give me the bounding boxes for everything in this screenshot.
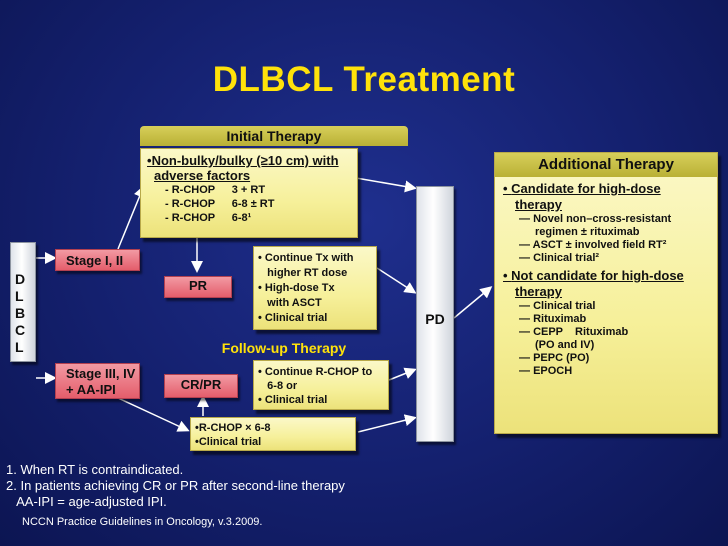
- advanced-initial-option: •Clinical trial: [195, 436, 262, 448]
- dlbcl-letter: C: [15, 322, 26, 338]
- regimen-detail: 6-8 ± RT: [231, 198, 275, 210]
- not-candidate-item-text: CEPP Rituximab: [533, 326, 629, 338]
- crpr-box: CR/PR: [164, 374, 238, 398]
- crpr-option: • Continue R-CHOP to: [258, 366, 373, 378]
- candidate-item: — ASCT ± involved field RT²: [519, 239, 667, 251]
- stage-advanced-label-line2: + AA-IPI: [66, 382, 116, 397]
- crpr-option: 6-8 or: [258, 380, 298, 392]
- arrow-crpr-to-pd: [388, 367, 417, 381]
- footnotes: 1. When RT is contraindicated. 2. In pat…: [6, 462, 426, 510]
- citation: NCCN Practice Guidelines in Oncology, v.…: [22, 516, 263, 528]
- regimen-name: R-CHOP: [171, 212, 216, 224]
- candidate-item-text: Novel non–cross-resistant: [533, 213, 672, 225]
- dlbcl-letter: L: [15, 288, 24, 304]
- not-candidate-item: — Clinical trial: [519, 300, 596, 312]
- not-candidate-item-text: PEPC (PO): [533, 352, 590, 364]
- candidate-hd-line1: Candidate for high-dose: [511, 181, 661, 196]
- stage-early-label: Stage I, II: [66, 253, 124, 268]
- not-candidate-item: — Rituximab: [519, 313, 587, 325]
- pr-option: higher RT dose: [258, 267, 348, 279]
- arrow-rchop-to-pd: [357, 414, 417, 433]
- arrow-pr-to-pd: [376, 267, 417, 294]
- pd-label: PD: [425, 311, 445, 327]
- followup-therapy-header: Follow-up Therapy: [221, 340, 347, 356]
- regimen-detail: 6-8¹: [231, 212, 252, 224]
- dlbcl-box: D L B C L: [10, 242, 36, 362]
- pr-option: • Continue Tx with: [258, 252, 354, 264]
- regimen-name: R-CHOP: [171, 198, 216, 210]
- pr-box: PR: [164, 276, 232, 298]
- candidate-hd-heading: • Candidate for high-dose: [503, 181, 661, 196]
- not-candidate-heading: • Not candidate for high-dose: [503, 268, 684, 283]
- footnote: 1. When RT is contraindicated.: [6, 462, 184, 477]
- pr-label: PR: [188, 278, 208, 293]
- pr-option: • High-dose Tx: [258, 282, 335, 294]
- footnote: 2. In patients achieving CR or PR after …: [6, 478, 345, 493]
- additional-therapy-header: Additional Therapy: [495, 153, 717, 177]
- pr-option: • Clinical trial: [258, 312, 328, 324]
- arrow-advanced-to-rchop: [117, 397, 190, 432]
- footnote: AA-IPI = age-adjusted IPI.: [6, 494, 167, 509]
- crpr-option: • Clinical trial: [258, 394, 328, 406]
- not-candidate-item-text: Rituximab: [533, 313, 587, 325]
- crpr-label: CR/PR: [180, 377, 222, 392]
- advanced-initial-box: •R-CHOP × 6-8 •Clinical trial: [190, 417, 356, 451]
- stage-early-box: Stage I, II: [55, 249, 140, 271]
- candidate-item-text: ASCT ± involved field RT²: [532, 239, 667, 251]
- not-candidate-item-cont: (PO and IV): [535, 339, 595, 351]
- arrow-early-to-initial: [117, 185, 146, 250]
- additional-therapy-box: Additional Therapy • Candidate for high-…: [494, 152, 718, 434]
- stage-advanced-box: Stage III, IV + AA-IPI: [55, 363, 140, 399]
- not-candidate-line1: Not candidate for high-dose: [511, 268, 684, 283]
- dlbcl-letter: L: [15, 339, 24, 355]
- initial-therapy-box: •Non-bulky/bulky (≥10 cm) with adverse f…: [140, 148, 358, 238]
- candidate-item-text: Clinical trial²: [533, 252, 600, 264]
- dlbcl-letter: B: [15, 305, 26, 321]
- initial-bullet-line1: Non-bulky/bulky (≥10 cm) with: [151, 153, 339, 168]
- candidate-hd-line2: therapy: [515, 197, 562, 212]
- not-candidate-line2: therapy: [515, 284, 562, 299]
- crpr-options-box: • Continue R-CHOP to 6-8 or • Clinical t…: [253, 360, 389, 410]
- not-candidate-item: — EPOCH: [519, 365, 573, 377]
- initial-bullet: •Non-bulky/bulky (≥10 cm) with: [147, 153, 339, 168]
- regimen-name: R-CHOP: [171, 184, 216, 196]
- pr-options-box: • Continue Tx with higher RT dose • High…: [253, 246, 377, 330]
- page-title: DLBCL Treatment: [212, 60, 516, 99]
- not-candidate-item-text: EPOCH: [533, 365, 573, 377]
- regimen-detail: 3 + RT: [231, 184, 266, 196]
- advanced-initial-option: •R-CHOP × 6-8: [195, 422, 271, 434]
- candidate-item: — Novel non–cross-resistant: [519, 213, 672, 225]
- candidate-item-cont: regimen ± rituximab: [535, 226, 640, 238]
- arrow-pd-to-additional: [453, 286, 493, 319]
- initial-bullet-line2: adverse factors: [154, 168, 251, 183]
- arrow-initial-to-pd: [355, 177, 417, 193]
- pd-box: PD: [416, 186, 454, 442]
- not-candidate-item: — CEPP Rituximab: [519, 326, 629, 338]
- pr-option: with ASCT: [258, 297, 322, 309]
- candidate-item: — Clinical trial²: [519, 252, 600, 264]
- initial-therapy-header: Initial Therapy: [140, 126, 408, 146]
- dlbcl-letter: D: [15, 271, 26, 287]
- stage-advanced-label-line1: Stage III, IV: [66, 366, 136, 381]
- not-candidate-item-text: Clinical trial: [533, 300, 596, 312]
- not-candidate-item: — PEPC (PO): [519, 352, 590, 364]
